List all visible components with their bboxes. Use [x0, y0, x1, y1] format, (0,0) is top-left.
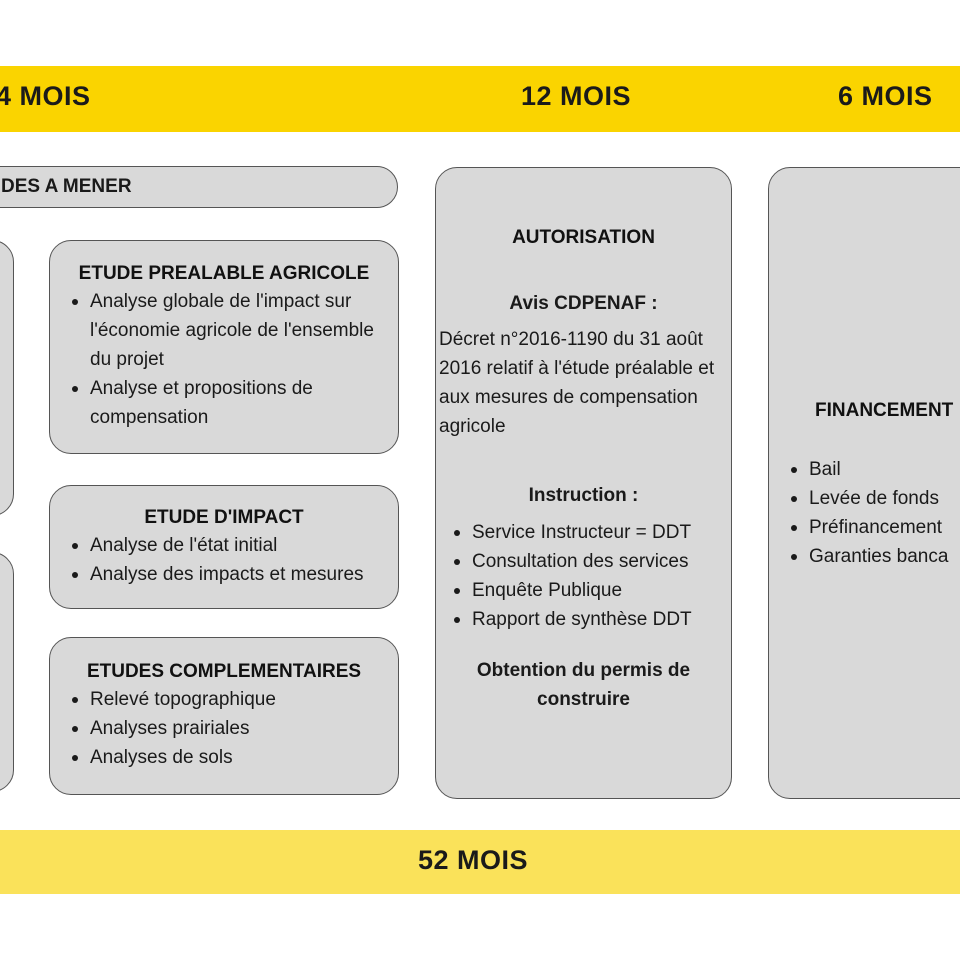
- list-item: Analyse des impacts et mesures: [50, 560, 398, 589]
- duration-label-phase-1: 4 MOIS: [0, 81, 91, 111]
- total-duration-label: 52 MOIS: [418, 845, 529, 875]
- instruction-heading: Instruction :: [528, 485, 639, 506]
- autorisation-title: AUTORISATION: [512, 227, 655, 248]
- duration-label-phase-2: 12 MOIS: [521, 81, 632, 111]
- bottom-total-band: 52 MOIS: [0, 830, 960, 894]
- list-item: Service Instructeur = DDT: [436, 518, 731, 547]
- decree-text: Décret n°2016-1190 du 31 août 2016 relat…: [439, 329, 715, 437]
- left-column-box-upper: [0, 240, 14, 516]
- studies-header-label: DES A MENER: [1, 176, 132, 197]
- etude-impact-title: ETUDE D'IMPACT: [144, 507, 304, 528]
- list-item: Enquête Publique: [436, 576, 731, 605]
- financement-box: FINANCEMENT Bail Levée de fonds Préfinan…: [768, 167, 960, 799]
- etudes-complementaires-title: ETUDES COMPLEMENTAIRES: [86, 661, 362, 682]
- duration-label-phase-3: 6 MOIS: [838, 81, 933, 111]
- list-item: Préfinancement: [769, 513, 948, 542]
- list-item: Bail: [769, 455, 948, 484]
- etude-prealable-title: ETUDE PREALABLE AGRICOLE: [78, 263, 370, 284]
- etude-impact-list: Analyse de l'état initial Analyse des im…: [50, 531, 398, 589]
- list-item: Rapport de synthèse DDT: [436, 605, 731, 634]
- list-item: Garanties banca: [769, 542, 948, 571]
- list-item: Analyse globale de l'impact sur l'économ…: [50, 287, 398, 374]
- autorisation-box: AUTORISATION Avis CDPENAF : Décret n°201…: [435, 167, 732, 799]
- list-item: Analyse et propositions de compensation: [50, 374, 398, 432]
- avis-cdpenaf-heading: Avis CDPENAF :: [509, 293, 658, 314]
- list-item: Analyse de l'état initial: [50, 531, 398, 560]
- instruction-list: Service Instructeur = DDT Consultation d…: [436, 518, 731, 634]
- permis-construire-conclusion: Obtention du permis de construire: [476, 660, 691, 710]
- etudes-complementaires-box: ETUDES COMPLEMENTAIRES Relevé topographi…: [49, 637, 399, 795]
- etude-prealable-agricole-box: ETUDE PREALABLE AGRICOLE Analyse globale…: [49, 240, 399, 454]
- etude-impact-box: ETUDE D'IMPACT Analyse de l'état initial…: [49, 485, 399, 609]
- list-item: Levée de fonds: [769, 484, 948, 513]
- left-column-box-lower: [0, 552, 14, 792]
- financement-list: Bail Levée de fonds Préfinancement Garan…: [769, 455, 948, 571]
- top-duration-band: 4 MOIS 12 MOIS 6 MOIS: [0, 66, 960, 132]
- list-item: Relevé topographique: [50, 685, 398, 714]
- financement-title: FINANCEMENT: [815, 400, 954, 421]
- etude-prealable-list: Analyse globale de l'impact sur l'économ…: [50, 287, 398, 432]
- list-item: Consultation des services: [436, 547, 731, 576]
- list-item: Analyses prairiales: [50, 714, 398, 743]
- etudes-complementaires-list: Relevé topographique Analyses prairiales…: [50, 685, 398, 772]
- list-item: Analyses de sols: [50, 743, 398, 772]
- studies-header-pill: DES A MENER: [0, 166, 398, 208]
